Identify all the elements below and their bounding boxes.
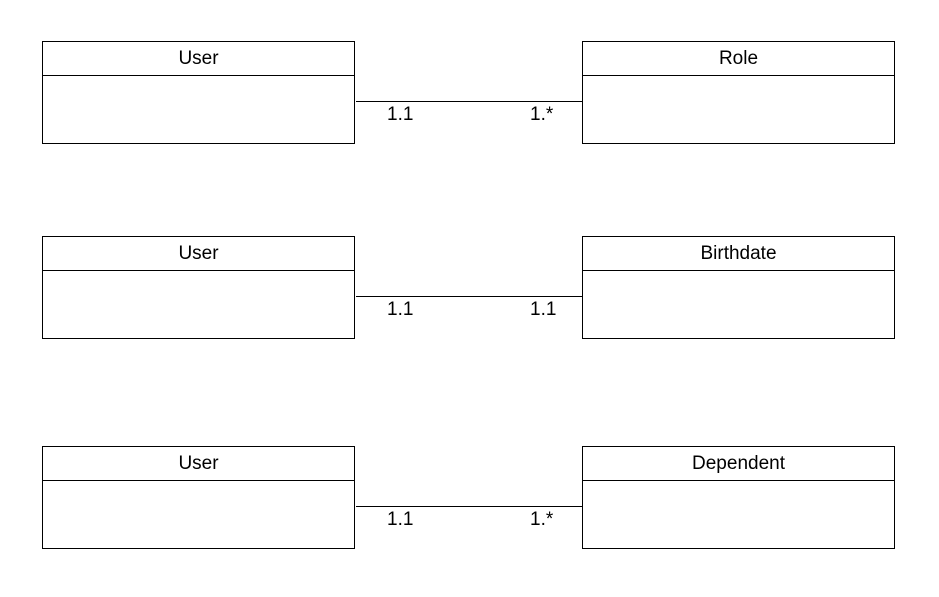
class-name: User [43,447,354,481]
class-body [583,481,894,548]
class-box-birthdate[interactable]: Birthdate [582,236,895,339]
class-body [43,76,354,143]
multiplicity-right: 1.* [530,509,554,530]
association-line-user-birthdate[interactable] [356,296,583,297]
class-name: Dependent [583,447,894,481]
multiplicity-left: 1.1 [387,299,414,320]
class-name: Role [583,42,894,76]
class-name: User [43,42,354,76]
class-box-role[interactable]: Role [582,41,895,144]
class-name: User [43,237,354,271]
association-line-user-dependent[interactable] [356,506,583,507]
class-body [43,481,354,548]
multiplicity-left: 1.1 [387,509,414,530]
class-name: Birthdate [583,237,894,271]
class-box-dependent[interactable]: Dependent [582,446,895,549]
class-box-user[interactable]: User [42,446,355,549]
multiplicity-left: 1.1 [387,104,414,125]
class-box-user[interactable]: User [42,236,355,339]
class-body [43,271,354,338]
association-line-user-role[interactable] [356,101,583,102]
multiplicity-right: 1.* [530,104,554,125]
class-body [583,76,894,143]
class-body [583,271,894,338]
multiplicity-right: 1.1 [530,299,557,320]
class-box-user[interactable]: User [42,41,355,144]
